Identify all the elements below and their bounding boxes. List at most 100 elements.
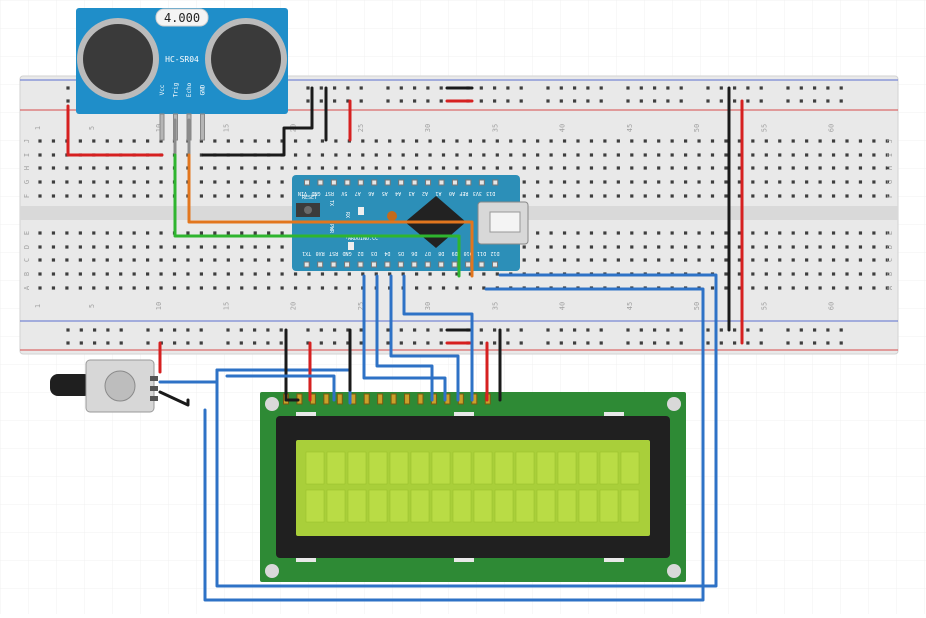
- breadboard-hole[interactable]: [778, 194, 782, 198]
- rail-hole[interactable]: [799, 328, 803, 332]
- arduino-pin[interactable]: [424, 261, 431, 268]
- breadboard-hole[interactable]: [778, 166, 782, 170]
- breadboard-hole[interactable]: [119, 272, 123, 276]
- breadboard-hole[interactable]: [737, 153, 741, 157]
- breadboard-hole[interactable]: [630, 245, 634, 249]
- breadboard-hole[interactable]: [415, 286, 419, 290]
- rail-hole[interactable]: [479, 99, 483, 103]
- breadboard-hole[interactable]: [199, 194, 203, 198]
- breadboard-hole[interactable]: [78, 166, 82, 170]
- rail-hole[interactable]: [399, 328, 403, 332]
- breadboard-hole[interactable]: [388, 166, 392, 170]
- breadboard-hole[interactable]: [858, 272, 863, 276]
- arduino-pin[interactable]: [371, 179, 378, 186]
- breadboard-hole[interactable]: [199, 180, 203, 184]
- breadboard-hole[interactable]: [38, 194, 42, 198]
- breadboard-hole[interactable]: [213, 166, 217, 170]
- breadboard-hole[interactable]: [764, 286, 768, 290]
- breadboard-hole[interactable]: [347, 166, 351, 170]
- breadboard-hole[interactable]: [670, 139, 674, 143]
- breadboard-hole[interactable]: [172, 245, 177, 249]
- breadboard-hole[interactable]: [831, 153, 836, 157]
- breadboard-hole[interactable]: [51, 258, 56, 262]
- breadboard-hole[interactable]: [199, 258, 203, 262]
- breadboard-hole[interactable]: [616, 153, 620, 157]
- breadboard-hole[interactable]: [549, 166, 553, 170]
- breadboard-hole[interactable]: [562, 153, 567, 157]
- breadboard-hole[interactable]: [293, 153, 298, 157]
- breadboard-hole[interactable]: [805, 139, 809, 143]
- breadboard-hole[interactable]: [468, 286, 472, 290]
- breadboard-hole[interactable]: [818, 272, 822, 276]
- breadboard-hole[interactable]: [455, 153, 459, 157]
- breadboard-hole[interactable]: [199, 166, 203, 170]
- lcd-d4-wire[interactable]: [402, 274, 474, 402]
- breadboard-hole[interactable]: [697, 166, 701, 170]
- breadboard-hole[interactable]: [105, 258, 109, 262]
- breadboard-hole[interactable]: [764, 258, 768, 262]
- breadboard-hole[interactable]: [818, 194, 822, 198]
- breadboard-hole[interactable]: [818, 166, 822, 170]
- breadboard-hole[interactable]: [105, 245, 109, 249]
- breadboard-hole[interactable]: [253, 272, 257, 276]
- rail-hole[interactable]: [346, 328, 350, 332]
- rail-hole[interactable]: [119, 328, 123, 332]
- breadboard-hole[interactable]: [253, 245, 257, 249]
- rail-hole[interactable]: [666, 99, 670, 103]
- breadboard-hole[interactable]: [764, 272, 768, 276]
- rail-hole[interactable]: [839, 86, 843, 90]
- breadboard-hole[interactable]: [78, 272, 82, 276]
- breadboard-hole[interactable]: [51, 139, 56, 143]
- breadboard-hole[interactable]: [643, 231, 647, 235]
- rail-hole[interactable]: [79, 341, 83, 345]
- breadboard-hole[interactable]: [240, 166, 244, 170]
- breadboard-hole[interactable]: [280, 166, 284, 170]
- breadboard-hole[interactable]: [495, 166, 499, 170]
- breadboard-hole[interactable]: [307, 272, 311, 276]
- arduino-pin[interactable]: [451, 261, 458, 268]
- breadboard-hole[interactable]: [172, 286, 177, 290]
- breadboard-hole[interactable]: [549, 153, 553, 157]
- rail-hole[interactable]: [186, 328, 190, 332]
- rail-hole[interactable]: [226, 341, 230, 345]
- breadboard-hole[interactable]: [603, 258, 607, 262]
- breadboard-hole[interactable]: [684, 245, 688, 249]
- rail-hole[interactable]: [519, 328, 523, 332]
- rail-hole[interactable]: [573, 86, 577, 90]
- rail-hole[interactable]: [346, 99, 350, 103]
- rail-hole[interactable]: [359, 99, 363, 103]
- breadboard-hole[interactable]: [522, 258, 526, 262]
- breadboard-hole[interactable]: [159, 258, 163, 262]
- arduino-pin[interactable]: [425, 179, 432, 186]
- lcd-pin[interactable]: [404, 393, 411, 405]
- breadboard-hole[interactable]: [751, 194, 755, 198]
- breadboard-hole[interactable]: [536, 194, 540, 198]
- rail-hole[interactable]: [826, 99, 830, 103]
- rail-hole[interactable]: [733, 341, 737, 345]
- breadboard-hole[interactable]: [670, 245, 674, 249]
- breadboard-hole[interactable]: [213, 139, 217, 143]
- breadboard-hole[interactable]: [293, 166, 298, 170]
- breadboard-hole[interactable]: [267, 245, 271, 249]
- breadboard-hole[interactable]: [441, 139, 446, 143]
- breadboard-hole[interactable]: [361, 166, 365, 170]
- rail-hole[interactable]: [666, 86, 670, 90]
- arduino-pin[interactable]: [492, 179, 499, 186]
- rail-hole[interactable]: [679, 99, 683, 103]
- breadboard-hole[interactable]: [536, 245, 540, 249]
- breadboard-hole[interactable]: [818, 231, 822, 235]
- breadboard-hole[interactable]: [509, 153, 513, 157]
- rail-hole[interactable]: [519, 341, 523, 345]
- rail-hole[interactable]: [586, 99, 590, 103]
- breadboard-hole[interactable]: [253, 231, 257, 235]
- rail-hole[interactable]: [746, 99, 750, 103]
- breadboard-hole[interactable]: [522, 166, 526, 170]
- breadboard-hole[interactable]: [65, 194, 69, 198]
- rail-hole[interactable]: [413, 341, 417, 345]
- lcd-rs-wire[interactable]: [215, 273, 718, 588]
- breadboard-hole[interactable]: [791, 153, 795, 157]
- breadboard-hole[interactable]: [119, 180, 123, 184]
- breadboard-hole[interactable]: [455, 166, 459, 170]
- breadboard-hole[interactable]: [482, 153, 486, 157]
- rail-hole[interactable]: [826, 86, 830, 90]
